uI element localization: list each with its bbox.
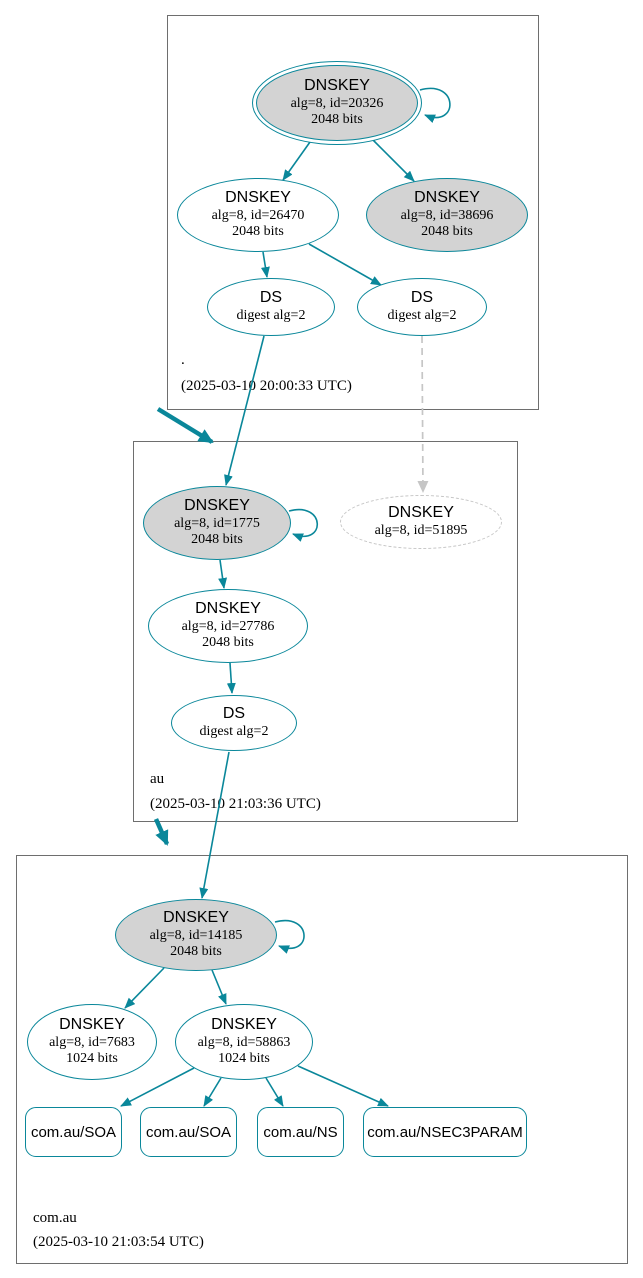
node-bits: 2048 bits — [170, 944, 222, 960]
zone-timestamp-com-au: (2025-03-10 21:03:54 UTC) — [33, 1234, 204, 1250]
edge-zone-delegation-root-au — [156, 407, 214, 444]
node-text: DNSKEY alg=8, id=14185 2048 bits — [150, 909, 243, 961]
node-detail: digest alg=2 — [199, 724, 269, 740]
node-au-zsk[interactable]: DNSKEY alg=8, id=27786 2048 bits — [148, 589, 308, 663]
node-title: DNSKEY — [163, 909, 229, 927]
dashed-ellipse — [340, 495, 502, 549]
node-text: DNSKEY alg=8, id=20326 2048 bits — [291, 77, 384, 129]
node-title: DNSKEY — [59, 1016, 125, 1034]
node-detail: alg=8, id=27786 — [181, 618, 275, 634]
node-text: DS digest alg=2 — [200, 705, 269, 740]
node-title: DNSKEY — [184, 497, 250, 515]
node-comau-zsk[interactable]: DNSKEY alg=8, id=58863 1024 bits — [175, 1004, 313, 1080]
node-root-ds-right[interactable]: DS digest alg=2 — [357, 278, 487, 336]
rrset-label: com.au/NS — [263, 1123, 338, 1141]
rrset-comau-nsec3param[interactable]: com.au/NSEC3PARAM — [363, 1107, 527, 1157]
zone-box-com-au — [16, 855, 628, 1264]
zone-name-au: au — [150, 771, 165, 787]
rrset-label: com.au/SOA — [30, 1123, 117, 1141]
zone-box-root — [167, 15, 539, 410]
node-text: DNSKEY alg=8, id=7683 1024 bits — [49, 1016, 135, 1068]
rrset-comau-soa-1[interactable]: com.au/SOA — [25, 1107, 122, 1157]
node-root-ds-left[interactable]: DS digest alg=2 — [207, 278, 335, 336]
node-detail: alg=8, id=14185 — [149, 927, 243, 943]
node-comau-key-7683[interactable]: DNSKEY alg=8, id=7683 1024 bits — [27, 1004, 157, 1080]
zone-name-com-au: com.au — [33, 1210, 77, 1226]
node-title: DNSKEY — [414, 189, 480, 207]
node-detail: alg=8, id=7683 — [49, 1034, 135, 1050]
node-au-missing-key[interactable]: DNSKEY alg=8, id=51895 — [340, 495, 502, 549]
node-detail: alg=8, id=58863 — [197, 1034, 291, 1050]
zone-timestamp-au: (2025-03-10 21:03:36 UTC) — [150, 796, 321, 812]
ellipse — [115, 899, 277, 971]
node-text: DNSKEY alg=8, id=1775 2048 bits — [174, 497, 260, 549]
node-title: DS — [222, 705, 246, 723]
rrset-comau-soa-2[interactable]: com.au/SOA — [140, 1107, 237, 1157]
zone-timestamp-root: (2025-03-10 20:00:33 UTC) — [181, 378, 352, 394]
ellipse — [207, 278, 335, 336]
ellipse — [175, 1004, 313, 1080]
node-title: DNSKEY — [225, 189, 291, 207]
ellipse — [357, 278, 487, 336]
node-detail: alg=8, id=1775 — [174, 515, 260, 531]
node-root-key-38696[interactable]: DNSKEY alg=8, id=38696 2048 bits — [366, 178, 528, 252]
node-comau-ksk[interactable]: DNSKEY alg=8, id=14185 2048 bits — [115, 899, 277, 971]
node-text: DNSKEY alg=8, id=26470 2048 bits — [212, 189, 305, 241]
node-text: DNSKEY alg=8, id=58863 1024 bits — [198, 1016, 291, 1068]
node-root-zsk[interactable]: DNSKEY alg=8, id=26470 2048 bits — [177, 178, 339, 252]
ellipse — [171, 695, 297, 751]
ellipse — [148, 589, 308, 663]
node-title: DS — [259, 289, 283, 307]
node-au-ds[interactable]: DS digest alg=2 — [171, 695, 297, 751]
ellipse — [177, 178, 339, 252]
node-root-ksk[interactable]: DNSKEY alg=8, id=20326 2048 bits — [252, 61, 422, 145]
node-text: DNSKEY alg=8, id=38696 2048 bits — [401, 189, 494, 241]
node-text: DS digest alg=2 — [237, 289, 306, 324]
rrset-label: com.au/NSEC3PARAM — [367, 1123, 523, 1141]
node-detail: alg=8, id=20326 — [290, 95, 384, 111]
node-bits: 1024 bits — [218, 1051, 270, 1067]
zone-name-root: . — [181, 352, 185, 368]
node-au-ksk[interactable]: DNSKEY alg=8, id=1775 2048 bits — [143, 486, 291, 560]
ellipse — [27, 1004, 157, 1080]
ksk-inner-ring — [256, 65, 418, 141]
node-bits: 2048 bits — [202, 635, 254, 651]
node-bits: 2048 bits — [232, 224, 284, 240]
node-detail: digest alg=2 — [236, 308, 306, 324]
rrset-label: com.au/SOA — [145, 1123, 232, 1141]
node-detail: alg=8, id=38696 — [400, 207, 494, 223]
ellipse — [143, 486, 291, 560]
node-title: DNSKEY — [304, 77, 370, 95]
node-bits: 2048 bits — [421, 224, 473, 240]
node-title: DNSKEY — [388, 504, 454, 522]
ellipse — [366, 178, 528, 252]
node-title: DNSKEY — [211, 1016, 277, 1034]
node-text: DNSKEY alg=8, id=51895 — [375, 504, 468, 539]
edge-zone-delegation-au-comau — [153, 818, 170, 846]
node-title: DNSKEY — [195, 600, 261, 618]
node-detail: alg=8, id=51895 — [374, 523, 468, 539]
zone-box-au — [133, 441, 518, 822]
node-detail: digest alg=2 — [387, 308, 457, 324]
node-text: DS digest alg=2 — [388, 289, 457, 324]
rrset-comau-ns[interactable]: com.au/NS — [257, 1107, 344, 1157]
node-bits: 2048 bits — [311, 112, 363, 128]
node-bits: 2048 bits — [191, 532, 243, 548]
node-title: DS — [410, 289, 434, 307]
node-bits: 1024 bits — [66, 1051, 118, 1067]
node-detail: alg=8, id=26470 — [211, 207, 305, 223]
node-text: DNSKEY alg=8, id=27786 2048 bits — [182, 600, 275, 652]
